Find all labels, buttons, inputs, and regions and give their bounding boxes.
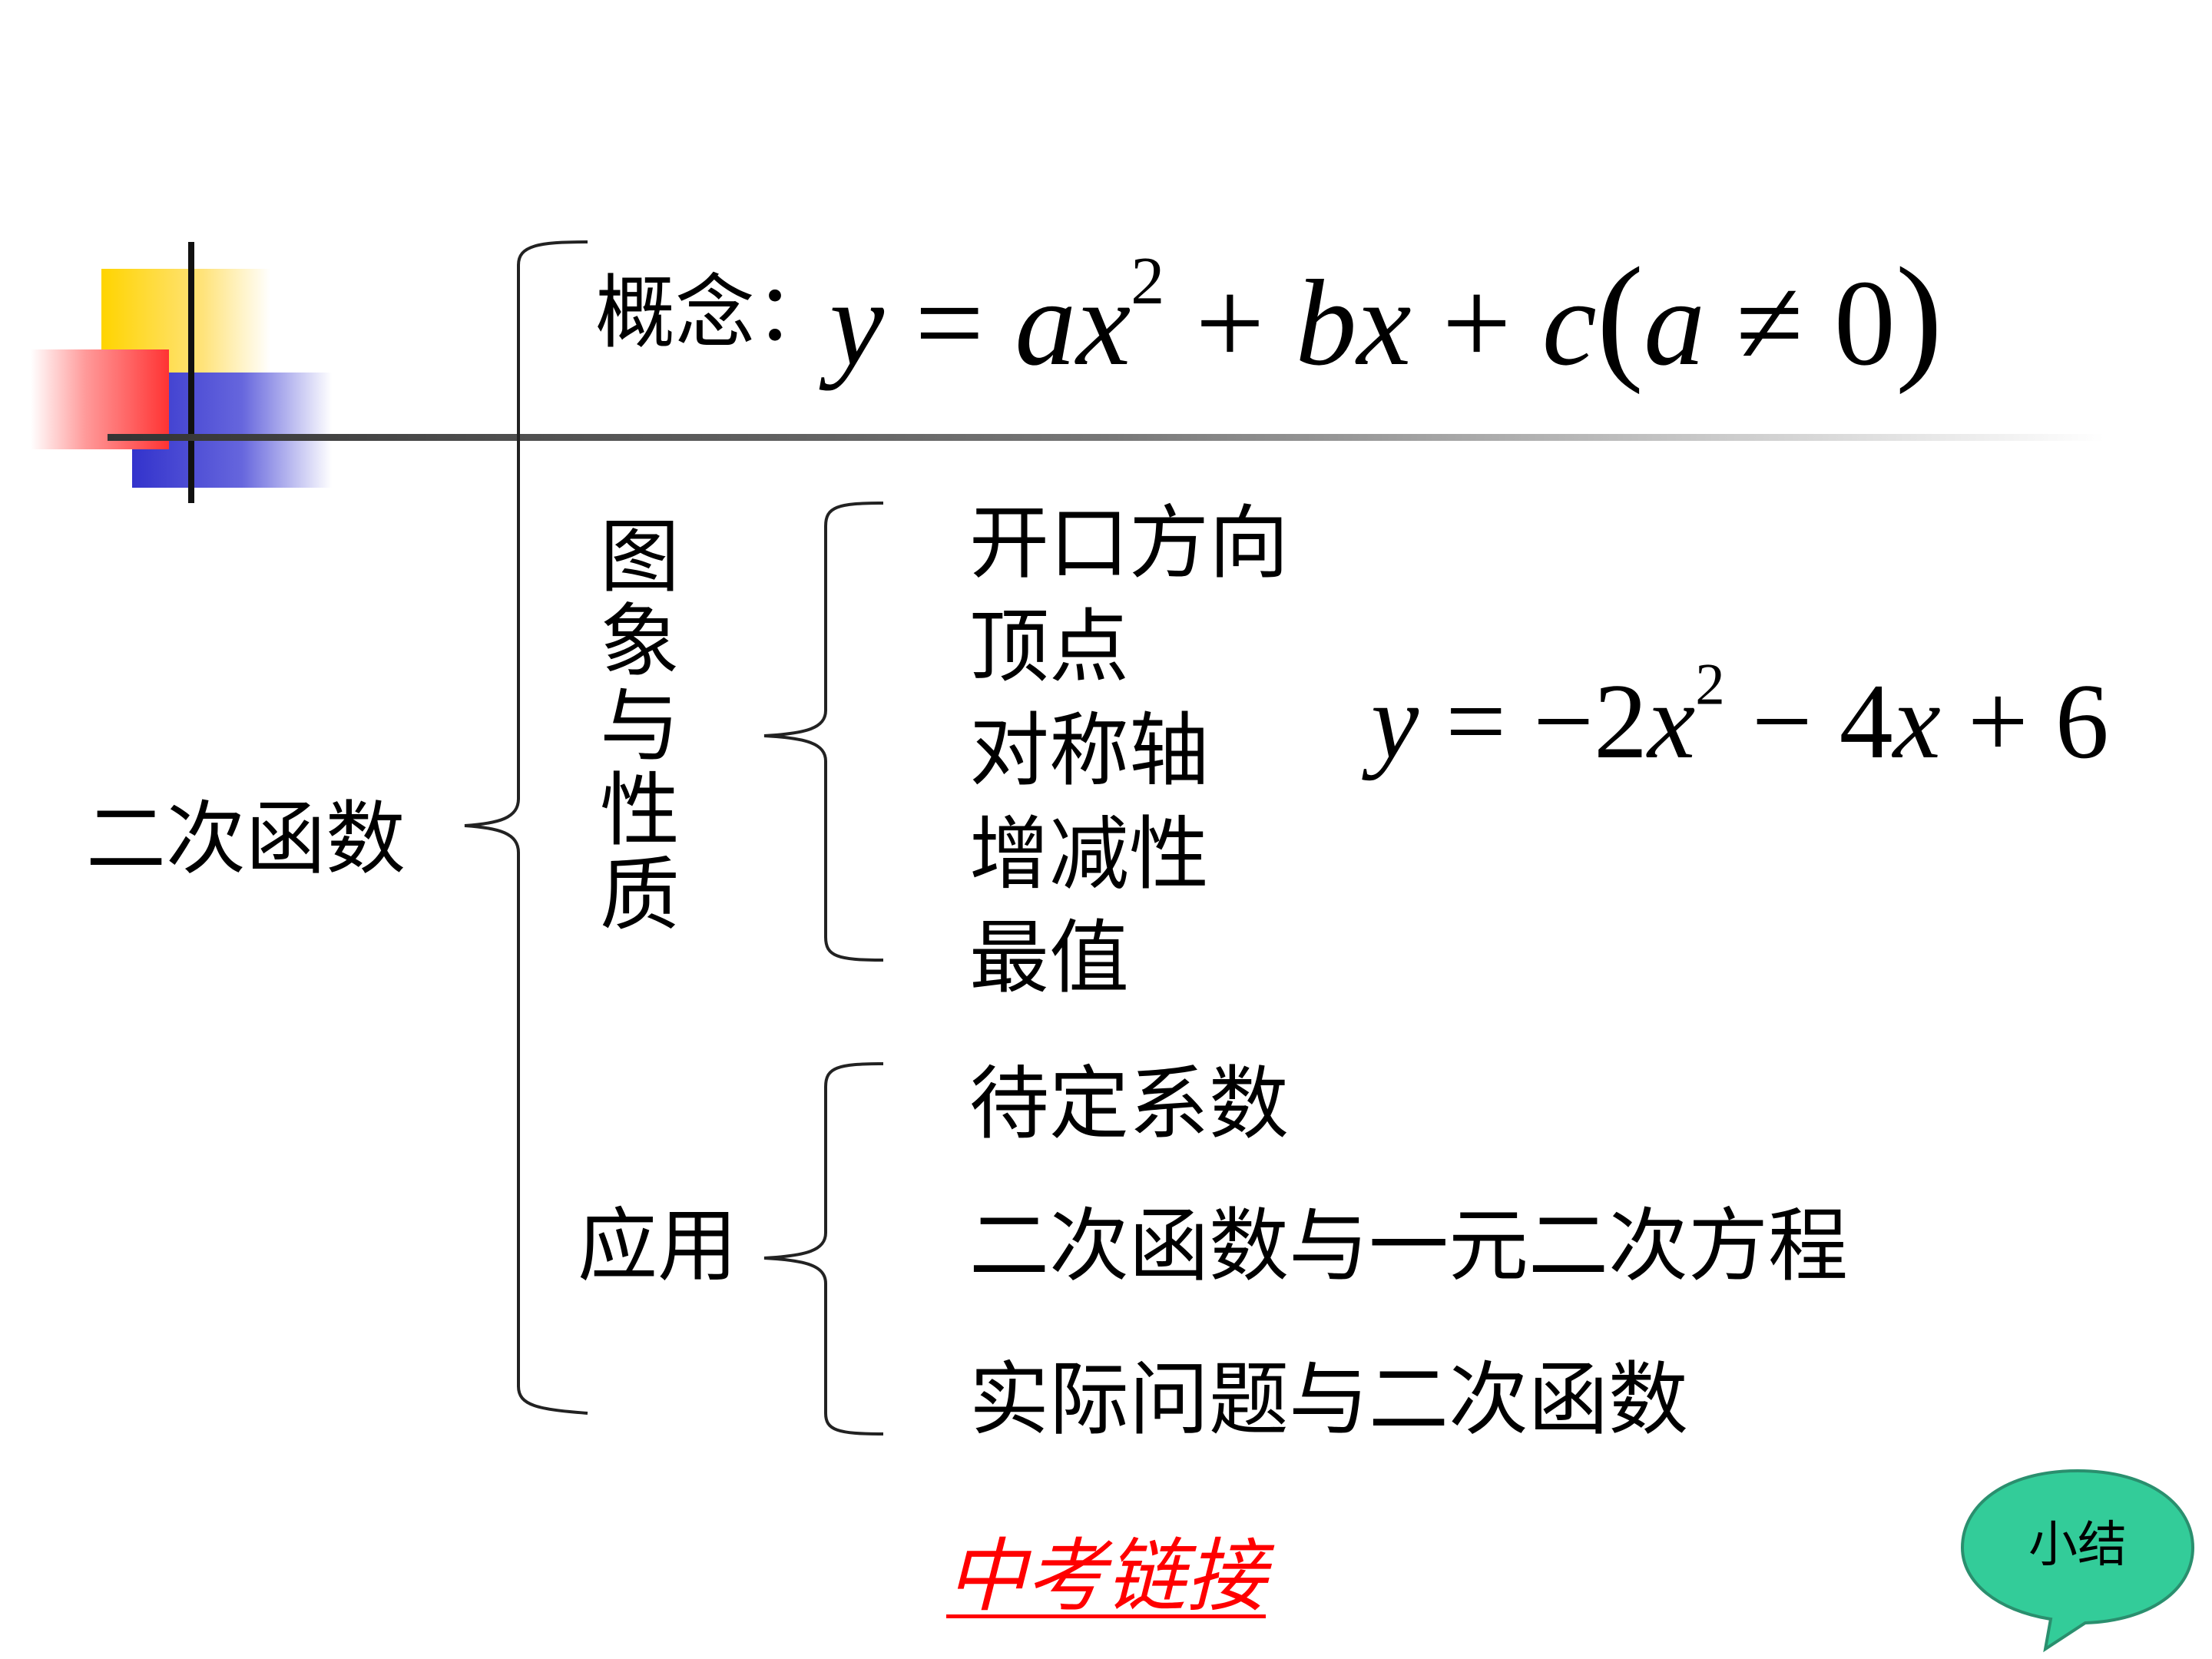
graph-label-char: 图: [599, 510, 680, 604]
graph-label-char: 象: [599, 594, 680, 688]
example-two: 2: [1594, 662, 1648, 781]
example-minus-2: −: [1751, 662, 1813, 781]
formula-c: c: [1541, 254, 1597, 391]
graph-label-char: 质: [599, 848, 680, 942]
formula-equals: =: [915, 254, 985, 391]
formula-plus-2: +: [1442, 254, 1512, 391]
graph-label-char: 性: [599, 763, 680, 857]
formula-y: y: [830, 254, 885, 391]
example-x-linear: x: [1892, 662, 1941, 781]
header-rule: [108, 434, 2104, 441]
graph-label-char: 与: [599, 679, 680, 773]
applications-label: 应用: [578, 1199, 738, 1293]
example-y: y: [1371, 662, 1419, 781]
example-square: 2: [1695, 651, 1725, 717]
formula-plus: +: [1195, 254, 1265, 391]
application-item: 二次函数与一元二次方程: [969, 1199, 1849, 1293]
concept-formula: y = ax2 + bx + c(a ≠ 0): [830, 246, 1942, 387]
example-four: 4: [1839, 662, 1893, 781]
formula-b: b: [1295, 254, 1357, 391]
application-item: 待定系数: [969, 1057, 1290, 1151]
property-item: 增减性: [969, 807, 1210, 901]
property-item: 顶点: [969, 600, 1130, 694]
property-item: 最值: [969, 911, 1130, 1005]
formula-x: x: [1076, 254, 1131, 391]
exam-link[interactable]: 中考链接: [946, 1529, 1267, 1623]
formula-left-paren: (: [1596, 238, 1644, 395]
formula-not-equal: ≠: [1736, 254, 1803, 391]
formula-right-paren: ): [1895, 238, 1943, 395]
formula-zero: 0: [1833, 254, 1896, 391]
corner-decoration: [31, 242, 332, 503]
root-brace: [464, 240, 588, 1415]
example-equals: =: [1445, 662, 1507, 781]
example-six: 6: [2055, 662, 2109, 781]
example-formula: y = −2x2 − 4x + 6: [1371, 654, 2109, 776]
application-brace: [763, 1062, 884, 1435]
concept-label: 概念：: [595, 266, 836, 359]
formula-x-linear: x: [1356, 254, 1412, 391]
example-plus: +: [1967, 662, 2028, 781]
property-item: 对称轴: [969, 704, 1210, 797]
summary-bubble-button[interactable]: 小结: [1955, 1463, 2200, 1655]
speech-bubble-icon: [1960, 1469, 2195, 1653]
example-minus: −: [1533, 662, 1594, 781]
root-label: 二次函数: [86, 792, 406, 886]
graph-properties-label: 图 象 与 性 质: [598, 515, 682, 937]
formula-square: 2: [1131, 243, 1165, 319]
summary-bubble-label: 小结: [2028, 1517, 2127, 1574]
example-x: x: [1647, 662, 1696, 781]
graph-brace: [763, 502, 884, 962]
formula-a-condition: a: [1644, 254, 1706, 391]
property-item: 开口方向: [969, 496, 1290, 590]
formula-a: a: [1015, 254, 1077, 391]
application-item: 实际问题与二次函数: [969, 1353, 1689, 1446]
